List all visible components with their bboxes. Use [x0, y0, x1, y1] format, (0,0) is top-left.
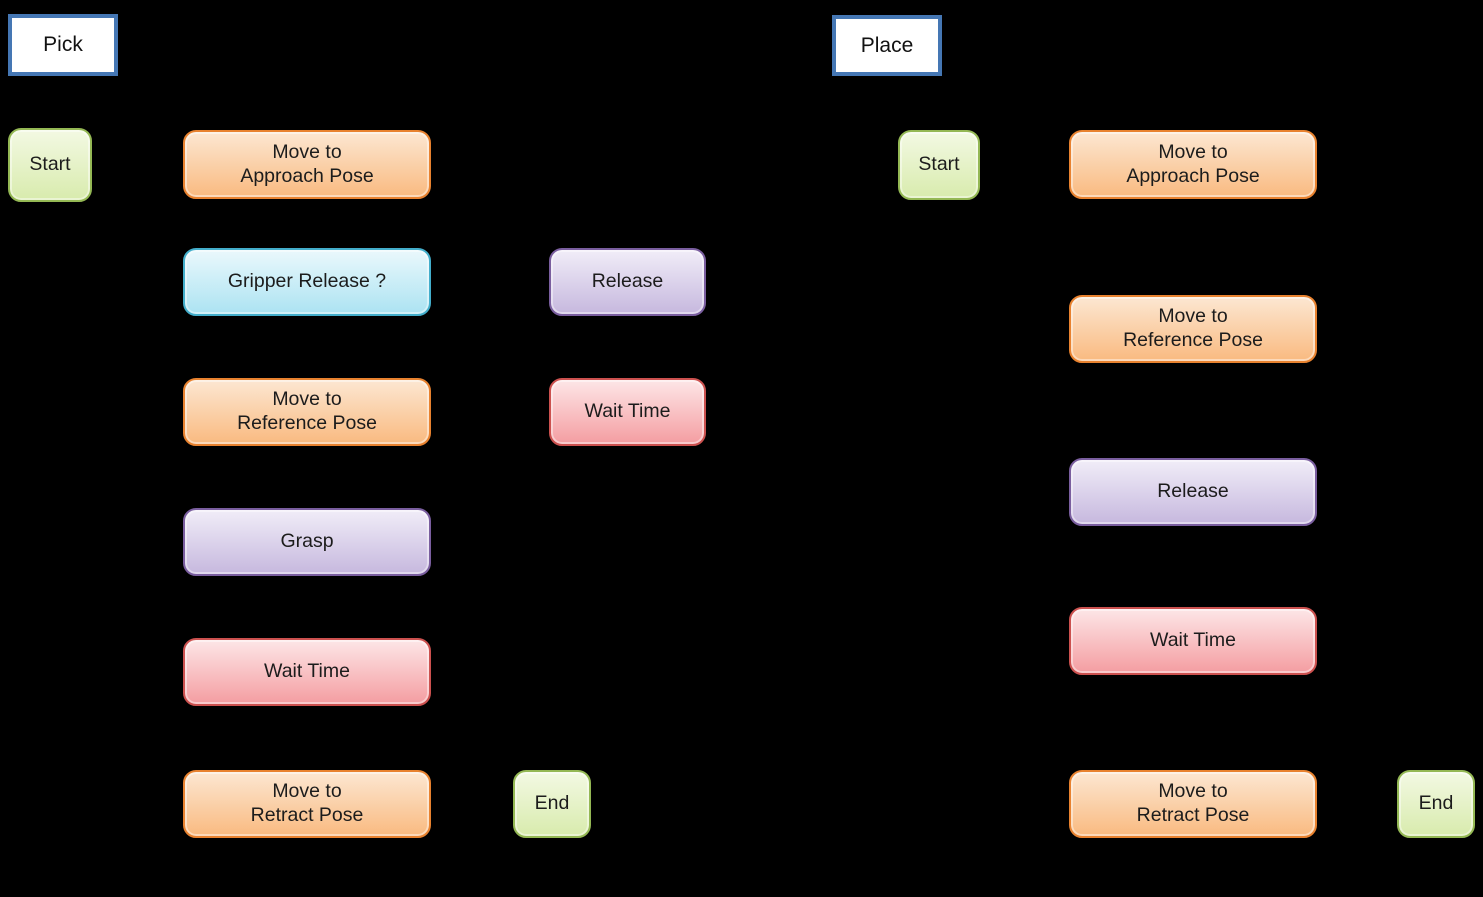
connector-pick-gripper-reference	[305, 312, 308, 382]
place-wait-time-node: Wait Time	[1069, 607, 1317, 675]
connector-place-start-approach	[976, 163, 1073, 166]
place-move-to-retract-pose-node: Move to Retract Pose	[1069, 770, 1317, 838]
connector-pick-retract-end	[427, 802, 517, 805]
pick-start-node: Start	[8, 128, 92, 202]
place-start-node: Start	[898, 130, 980, 200]
connector-place-release-wait	[1191, 522, 1194, 611]
place-title: Place	[832, 15, 942, 76]
connector-place-reference-release	[1191, 359, 1194, 462]
connector-pick-start-approach	[88, 162, 187, 165]
pick-move-to-reference-pose-node: Move to Reference Pose	[183, 378, 431, 446]
pick-wait-time-branch-node: Wait Time	[549, 378, 706, 446]
pick-wait-time-node: Wait Time	[183, 638, 431, 706]
pick-gripper-release-decision-node: Gripper Release ?	[183, 248, 431, 316]
connector-place-retract-end	[1313, 802, 1401, 805]
connector-place-wait-retract	[1191, 671, 1194, 774]
connector-place-approach-reference	[1191, 195, 1194, 299]
pick-grasp-node: Grasp	[183, 508, 431, 576]
connector-pick-approach-gripper	[305, 195, 308, 252]
place-release-node: Release	[1069, 458, 1317, 526]
connector-pick-grasp-wait	[305, 572, 308, 642]
pick-move-to-approach-pose-node: Move to Approach Pose	[183, 130, 431, 199]
connector-pick-reference-grasp	[305, 442, 308, 512]
connector-pick-gripper-release	[427, 280, 553, 283]
connector-pick-release-waitbranch	[626, 312, 629, 382]
pick-end-node: End	[513, 770, 591, 838]
connector-pick-wait-retract	[305, 702, 308, 774]
place-move-to-approach-pose-node: Move to Approach Pose	[1069, 130, 1317, 199]
pick-release-node: Release	[549, 248, 706, 316]
place-end-node: End	[1397, 770, 1475, 838]
pick-move-to-retract-pose-node: Move to Retract Pose	[183, 770, 431, 838]
pick-title: Pick	[8, 14, 118, 76]
place-move-to-reference-pose-node: Move to Reference Pose	[1069, 295, 1317, 363]
